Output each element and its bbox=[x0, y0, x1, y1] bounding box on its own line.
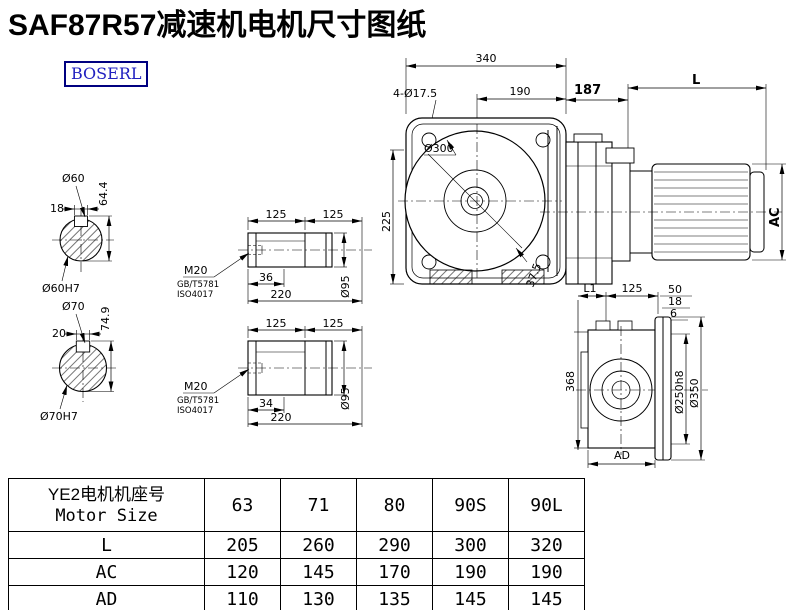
motor-fins bbox=[654, 171, 748, 253]
row-label-L: L bbox=[8, 531, 205, 559]
cell-AC-63: 120 bbox=[204, 558, 281, 586]
motor-size-header-en: Motor Size bbox=[55, 506, 158, 527]
dim-6: 6 bbox=[670, 307, 677, 320]
label-iso-lower: ISO4017 bbox=[177, 406, 213, 416]
table-row-AC: AC 120 145 170 190 190 bbox=[8, 558, 585, 586]
shaft-section-60-view: 18 64.4 Ø60 Ø60H7 bbox=[42, 172, 114, 295]
dim-dia95-lower: Ø95 bbox=[339, 387, 352, 410]
label-m20-lower: M20 bbox=[184, 380, 208, 393]
bolt-hole-top-left bbox=[421, 132, 437, 148]
cell-AD-63: 110 bbox=[204, 585, 281, 610]
label-gb-lower: GB/T5781 bbox=[177, 396, 219, 406]
page-title: SAF87R57减速机电机尺寸图纸 bbox=[8, 9, 427, 42]
dim-125-d: 125 bbox=[323, 317, 344, 330]
size-col-63: 63 bbox=[204, 478, 281, 532]
motor-size-header-cell: YE2电机机座号 Motor Size bbox=[8, 478, 205, 532]
cell-L-90s: 300 bbox=[432, 531, 509, 559]
shaft-section-70-view: 20 74.9 Ø70 Ø70H7 bbox=[40, 300, 118, 423]
dim-18-flange: 18 bbox=[668, 295, 682, 308]
cell-L-80: 290 bbox=[356, 531, 433, 559]
dim-50: 50 bbox=[668, 283, 682, 296]
label-dia60h7: Ø60H7 bbox=[42, 282, 80, 295]
table-row-AD: AD 110 130 135 145 145 bbox=[8, 585, 585, 610]
size-col-90s: 90S bbox=[432, 478, 509, 532]
row-label-AC: AC bbox=[8, 558, 205, 586]
cell-AD-71: 130 bbox=[280, 585, 357, 610]
dim-34: 34 bbox=[259, 397, 273, 410]
dim-187: 187 bbox=[574, 83, 601, 98]
cell-AC-71: 145 bbox=[280, 558, 357, 586]
label-dia70h7: Ø70H7 bbox=[40, 410, 78, 423]
dim-dia350: Ø350 bbox=[688, 378, 701, 408]
dim-L: L bbox=[692, 73, 700, 88]
cell-L-63: 205 bbox=[204, 531, 281, 559]
dim-220-upper: 220 bbox=[271, 288, 292, 301]
dim-340: 340 bbox=[476, 52, 497, 65]
size-col-90l: 90L bbox=[508, 478, 585, 532]
shaft-detail-lower-view: 125 125 M20 GB/T5781 ISO4017 Ø95 34 bbox=[177, 317, 372, 427]
dim-dia250: Ø250h8 bbox=[673, 370, 686, 414]
size-col-71: 71 bbox=[280, 478, 357, 532]
technical-drawing: 18 64.4 Ø60 Ø60H7 20 74.9 Ø70 bbox=[40, 52, 786, 468]
row-label-AD: AD bbox=[8, 585, 205, 610]
shaft-detail-upper-view: 125 125 M20 GB/T5781 ISO4017 Ø95 36 bbox=[177, 208, 372, 304]
bolt-hole-bottom-right bbox=[535, 254, 551, 270]
label-dia300: Ø300 bbox=[424, 142, 454, 155]
dim-dia95-upper: Ø95 bbox=[339, 275, 352, 298]
label-dia60: Ø60 bbox=[62, 172, 85, 185]
dim-36: 36 bbox=[259, 271, 273, 284]
side-view-motor: 187 L bbox=[540, 73, 786, 285]
cell-L-71: 260 bbox=[280, 531, 357, 559]
dim-AC: AC bbox=[768, 207, 783, 227]
motor-size-table: YE2电机机座号 Motor Size 63 71 80 90S 90L L 2… bbox=[8, 478, 585, 610]
size-col-80: 80 bbox=[356, 478, 433, 532]
bolt-hole-top-right bbox=[535, 132, 551, 148]
dim-225: 225 bbox=[380, 211, 393, 232]
dim-125-a: 125 bbox=[266, 208, 287, 221]
table-row-L: L 205 260 290 300 320 bbox=[8, 531, 585, 559]
dim-368: 368 bbox=[564, 371, 577, 392]
table-header-row: YE2电机机座号 Motor Size 63 71 80 90S 90L bbox=[8, 478, 585, 532]
cell-AD-90l: 145 bbox=[508, 585, 585, 610]
dim-AD: AD bbox=[614, 449, 630, 462]
brand-label: BOSERL bbox=[71, 64, 142, 83]
dim-keyway-width-70: 20 bbox=[52, 327, 66, 340]
label-m20-upper: M20 bbox=[184, 264, 208, 277]
cell-AD-90s: 145 bbox=[432, 585, 509, 610]
cell-L-90l: 320 bbox=[508, 531, 585, 559]
dim-125-c: 125 bbox=[266, 317, 287, 330]
cell-AD-80: 135 bbox=[356, 585, 433, 610]
front-view: 340 190 4-Ø17.5 Ø300 bbox=[380, 52, 567, 289]
dim-190: 190 bbox=[510, 85, 531, 98]
cell-AC-90s: 190 bbox=[432, 558, 509, 586]
label-gb-upper: GB/T5781 bbox=[177, 280, 219, 290]
dim-keyway-height-70: 74.9 bbox=[99, 307, 112, 332]
label-dia70: Ø70 bbox=[62, 300, 85, 313]
bolt-hole-bottom-left bbox=[421, 254, 437, 270]
dim-220-lower: 220 bbox=[271, 411, 292, 424]
brand-badge: BOSERL bbox=[64, 61, 149, 87]
cell-AC-80: 170 bbox=[356, 558, 433, 586]
dim-keyway-height-60: 64.4 bbox=[97, 182, 110, 207]
motor-size-header-cn: YE2电机机座号 bbox=[47, 485, 166, 505]
label-iso-upper: ISO4017 bbox=[177, 290, 213, 300]
dim-keyway-width-60: 18 bbox=[50, 202, 64, 215]
dim-L1: L1 bbox=[583, 282, 596, 295]
flange-side-view: L1 125 50 18 6 368 Ø250h bbox=[564, 282, 708, 468]
cell-AC-90l: 190 bbox=[508, 558, 585, 586]
dim-125-b: 125 bbox=[323, 208, 344, 221]
terminal-box bbox=[605, 147, 635, 164]
label-bolt-holes: 4-Ø17.5 bbox=[393, 87, 437, 100]
dim-125-flange: 125 bbox=[622, 282, 643, 295]
